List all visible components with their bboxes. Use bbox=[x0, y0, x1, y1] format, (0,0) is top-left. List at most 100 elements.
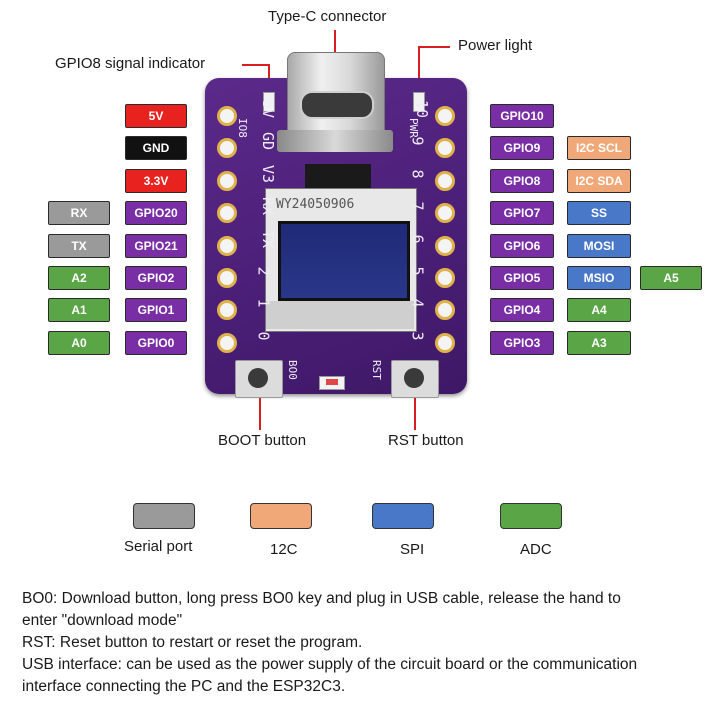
left-silk-label: 1 bbox=[254, 298, 273, 308]
boot-button-callout: BOOT button bbox=[218, 432, 307, 449]
left-pin-label-gpio21: GPIO21 bbox=[125, 233, 187, 258]
left-pin-pad bbox=[217, 106, 237, 126]
left-pin-label-a1: A1 bbox=[48, 298, 110, 323]
left-pin-label-a2: A2 bbox=[48, 266, 110, 290]
left-pin-label-gpio2: GPIO2 bbox=[125, 266, 187, 290]
left-pin-label-tx: TX bbox=[48, 233, 110, 258]
left-silk-label: V3 bbox=[259, 164, 278, 183]
oled-bottom-edge bbox=[266, 301, 414, 329]
silk-boot: BO0 bbox=[286, 360, 299, 380]
left-silk-label: GD bbox=[259, 132, 278, 151]
right-pin-label-msio: MSIO bbox=[567, 266, 631, 290]
left-pin-label-gpio0: GPIO0 bbox=[125, 330, 187, 355]
left-pin-label-gpio1: GPIO1 bbox=[125, 298, 187, 323]
right-pin-pad bbox=[435, 106, 455, 126]
note-line-4: USB interface: can be used as the power … bbox=[22, 656, 638, 673]
note-line-1: BO0: Download button, long press BO0 key… bbox=[22, 590, 621, 607]
right-pin-label-gpio9: GPIO9 bbox=[490, 136, 554, 161]
left-pin-label-gnd: GND bbox=[125, 136, 187, 161]
left-silk-label: RX bbox=[259, 197, 278, 216]
legend-label-spi: SPI bbox=[400, 541, 425, 558]
right-pin-label-gpio7: GPIO7 bbox=[490, 201, 554, 226]
right-silk-label: 7 bbox=[408, 201, 427, 211]
left-pin-pad bbox=[217, 203, 237, 224]
right-pin-label-gpio3: GPIO3 bbox=[490, 330, 554, 355]
typec-callout: Type-C connector bbox=[268, 8, 387, 25]
left-pin-pad bbox=[217, 138, 237, 159]
right-pin-label-gpio6: GPIO6 bbox=[490, 233, 554, 258]
right-pin-label-mosi: MOSI bbox=[567, 233, 631, 258]
silk-io8: IO8 bbox=[236, 118, 249, 138]
left-pin-label-a0: A0 bbox=[48, 330, 110, 355]
silk-pwr: PWR bbox=[407, 118, 420, 138]
right-pin-pad bbox=[435, 235, 455, 256]
power-light-callout: Power light bbox=[458, 37, 533, 54]
left-pin-pad bbox=[217, 268, 237, 288]
right-silk-label: 8 bbox=[408, 169, 427, 179]
right-silk-label: 3 bbox=[408, 331, 427, 341]
center-led-icon bbox=[319, 376, 345, 390]
gpio8-indicator-callout: GPIO8 signal indicator bbox=[55, 55, 206, 72]
left-pin-label-gpio20: GPIO20 bbox=[125, 201, 187, 226]
oled-active-area bbox=[278, 221, 410, 301]
right-silk-label: 10 bbox=[413, 99, 432, 119]
right-pin-pad bbox=[435, 300, 455, 321]
legend-swatch-spi bbox=[372, 503, 434, 529]
right-silk-label: 4 bbox=[408, 298, 427, 308]
power-led-icon bbox=[413, 92, 425, 112]
rst-button-callout: RST button bbox=[388, 432, 464, 449]
boot-leader bbox=[259, 388, 261, 430]
usb-c-connector bbox=[287, 52, 385, 138]
right-pin-label-gpio5: GPIO5 bbox=[490, 266, 554, 290]
typec-leader bbox=[334, 30, 336, 70]
legend-swatch-serial-port bbox=[133, 503, 195, 529]
oled-ribbon bbox=[305, 164, 371, 192]
legend-label-adc: ADC bbox=[520, 541, 552, 558]
right-pin-label-a3: A3 bbox=[567, 330, 631, 355]
right-pin-pad bbox=[435, 203, 455, 224]
left-pin-pad bbox=[217, 235, 237, 256]
right-pin-label-a5: A5 bbox=[640, 266, 702, 290]
gpio8-led-icon bbox=[263, 92, 275, 112]
note-line-3: RST: Reset button to restart or reset th… bbox=[22, 634, 363, 651]
right-pin-pad bbox=[435, 170, 455, 191]
right-pin-label-gpio10: GPIO10 bbox=[490, 104, 554, 128]
right-pin-pad bbox=[435, 332, 455, 353]
right-pin-label-i2c-sda: I2C SDA bbox=[567, 168, 631, 193]
note-line-2: enter "download mode" bbox=[22, 612, 183, 629]
right-pin-pad bbox=[435, 268, 455, 288]
right-pin-label-gpio4: GPIO4 bbox=[490, 298, 554, 323]
right-pin-label-a4: A4 bbox=[567, 298, 631, 323]
power-light-leader-v bbox=[418, 46, 420, 96]
legend-label-12c: 12C bbox=[270, 541, 298, 558]
left-pin-pad bbox=[217, 300, 237, 321]
note-line-5: interface connecting the PC and the ESP3… bbox=[22, 678, 346, 695]
left-silk-label: 5V bbox=[259, 99, 278, 119]
power-light-leader-h bbox=[418, 46, 450, 48]
oled-display: WY24050906 bbox=[265, 188, 417, 332]
right-silk-label: 5 bbox=[408, 266, 427, 276]
left-silk-label: TX bbox=[259, 229, 278, 248]
screen-label: WY24050906 bbox=[276, 197, 355, 212]
legend-swatch-12c bbox=[250, 503, 312, 529]
right-silk-label: 9 bbox=[408, 136, 427, 146]
left-pin-label-3-3v: 3.3V bbox=[125, 168, 187, 193]
left-silk-label: 0 bbox=[254, 331, 273, 341]
right-pin-label-ss: SS bbox=[567, 201, 631, 226]
silk-rst: RST bbox=[370, 360, 383, 380]
right-silk-label: 6 bbox=[408, 234, 427, 244]
gpio8-leader-h bbox=[242, 64, 270, 66]
rst-leader bbox=[414, 388, 416, 430]
left-pin-label-5v: 5V bbox=[125, 104, 187, 128]
usb-c-shield bbox=[277, 130, 393, 152]
left-silk-label: 2 bbox=[254, 266, 273, 276]
legend-label-serial-port: Serial port bbox=[124, 538, 193, 555]
left-pin-pad bbox=[217, 332, 237, 353]
right-pin-pad bbox=[435, 138, 455, 159]
rst-button[interactable] bbox=[391, 360, 439, 398]
left-pin-label-rx: RX bbox=[48, 201, 110, 226]
left-pin-pad bbox=[217, 170, 237, 191]
boot-button[interactable] bbox=[235, 360, 283, 398]
